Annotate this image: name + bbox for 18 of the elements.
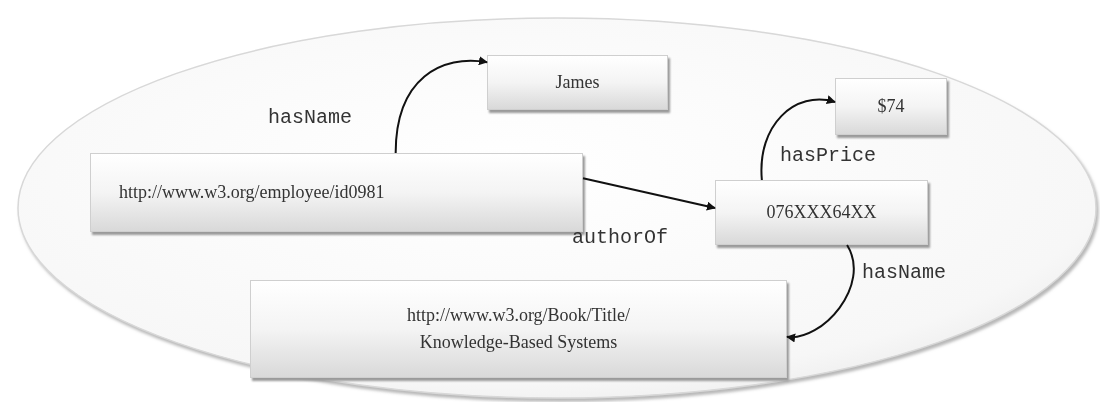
node-label: $74 [877, 95, 905, 118]
resource-box [715, 180, 928, 245]
node-label: http://www.w3.org/Book/Title/ Knowledge-Based Systems [406, 304, 631, 354]
resource-box [835, 78, 947, 135]
node-label: James [555, 71, 600, 94]
node-label: 076XXX64XX [766, 201, 877, 224]
arrow [582, 177, 716, 211]
resource-box [487, 55, 668, 110]
arrow [394, 56, 488, 154]
edge-label: hasName [268, 108, 352, 128]
resource-box [250, 280, 787, 378]
node-label: http://www.w3.org/employee/id0981 [118, 181, 385, 204]
ellipse-region [14, 14, 1100, 402]
edge-label: hasName [862, 263, 946, 283]
edge-label: hasPrice [780, 146, 876, 166]
edge-label: authorOf [572, 228, 668, 248]
arrow [760, 95, 836, 181]
arrow [786, 244, 855, 342]
